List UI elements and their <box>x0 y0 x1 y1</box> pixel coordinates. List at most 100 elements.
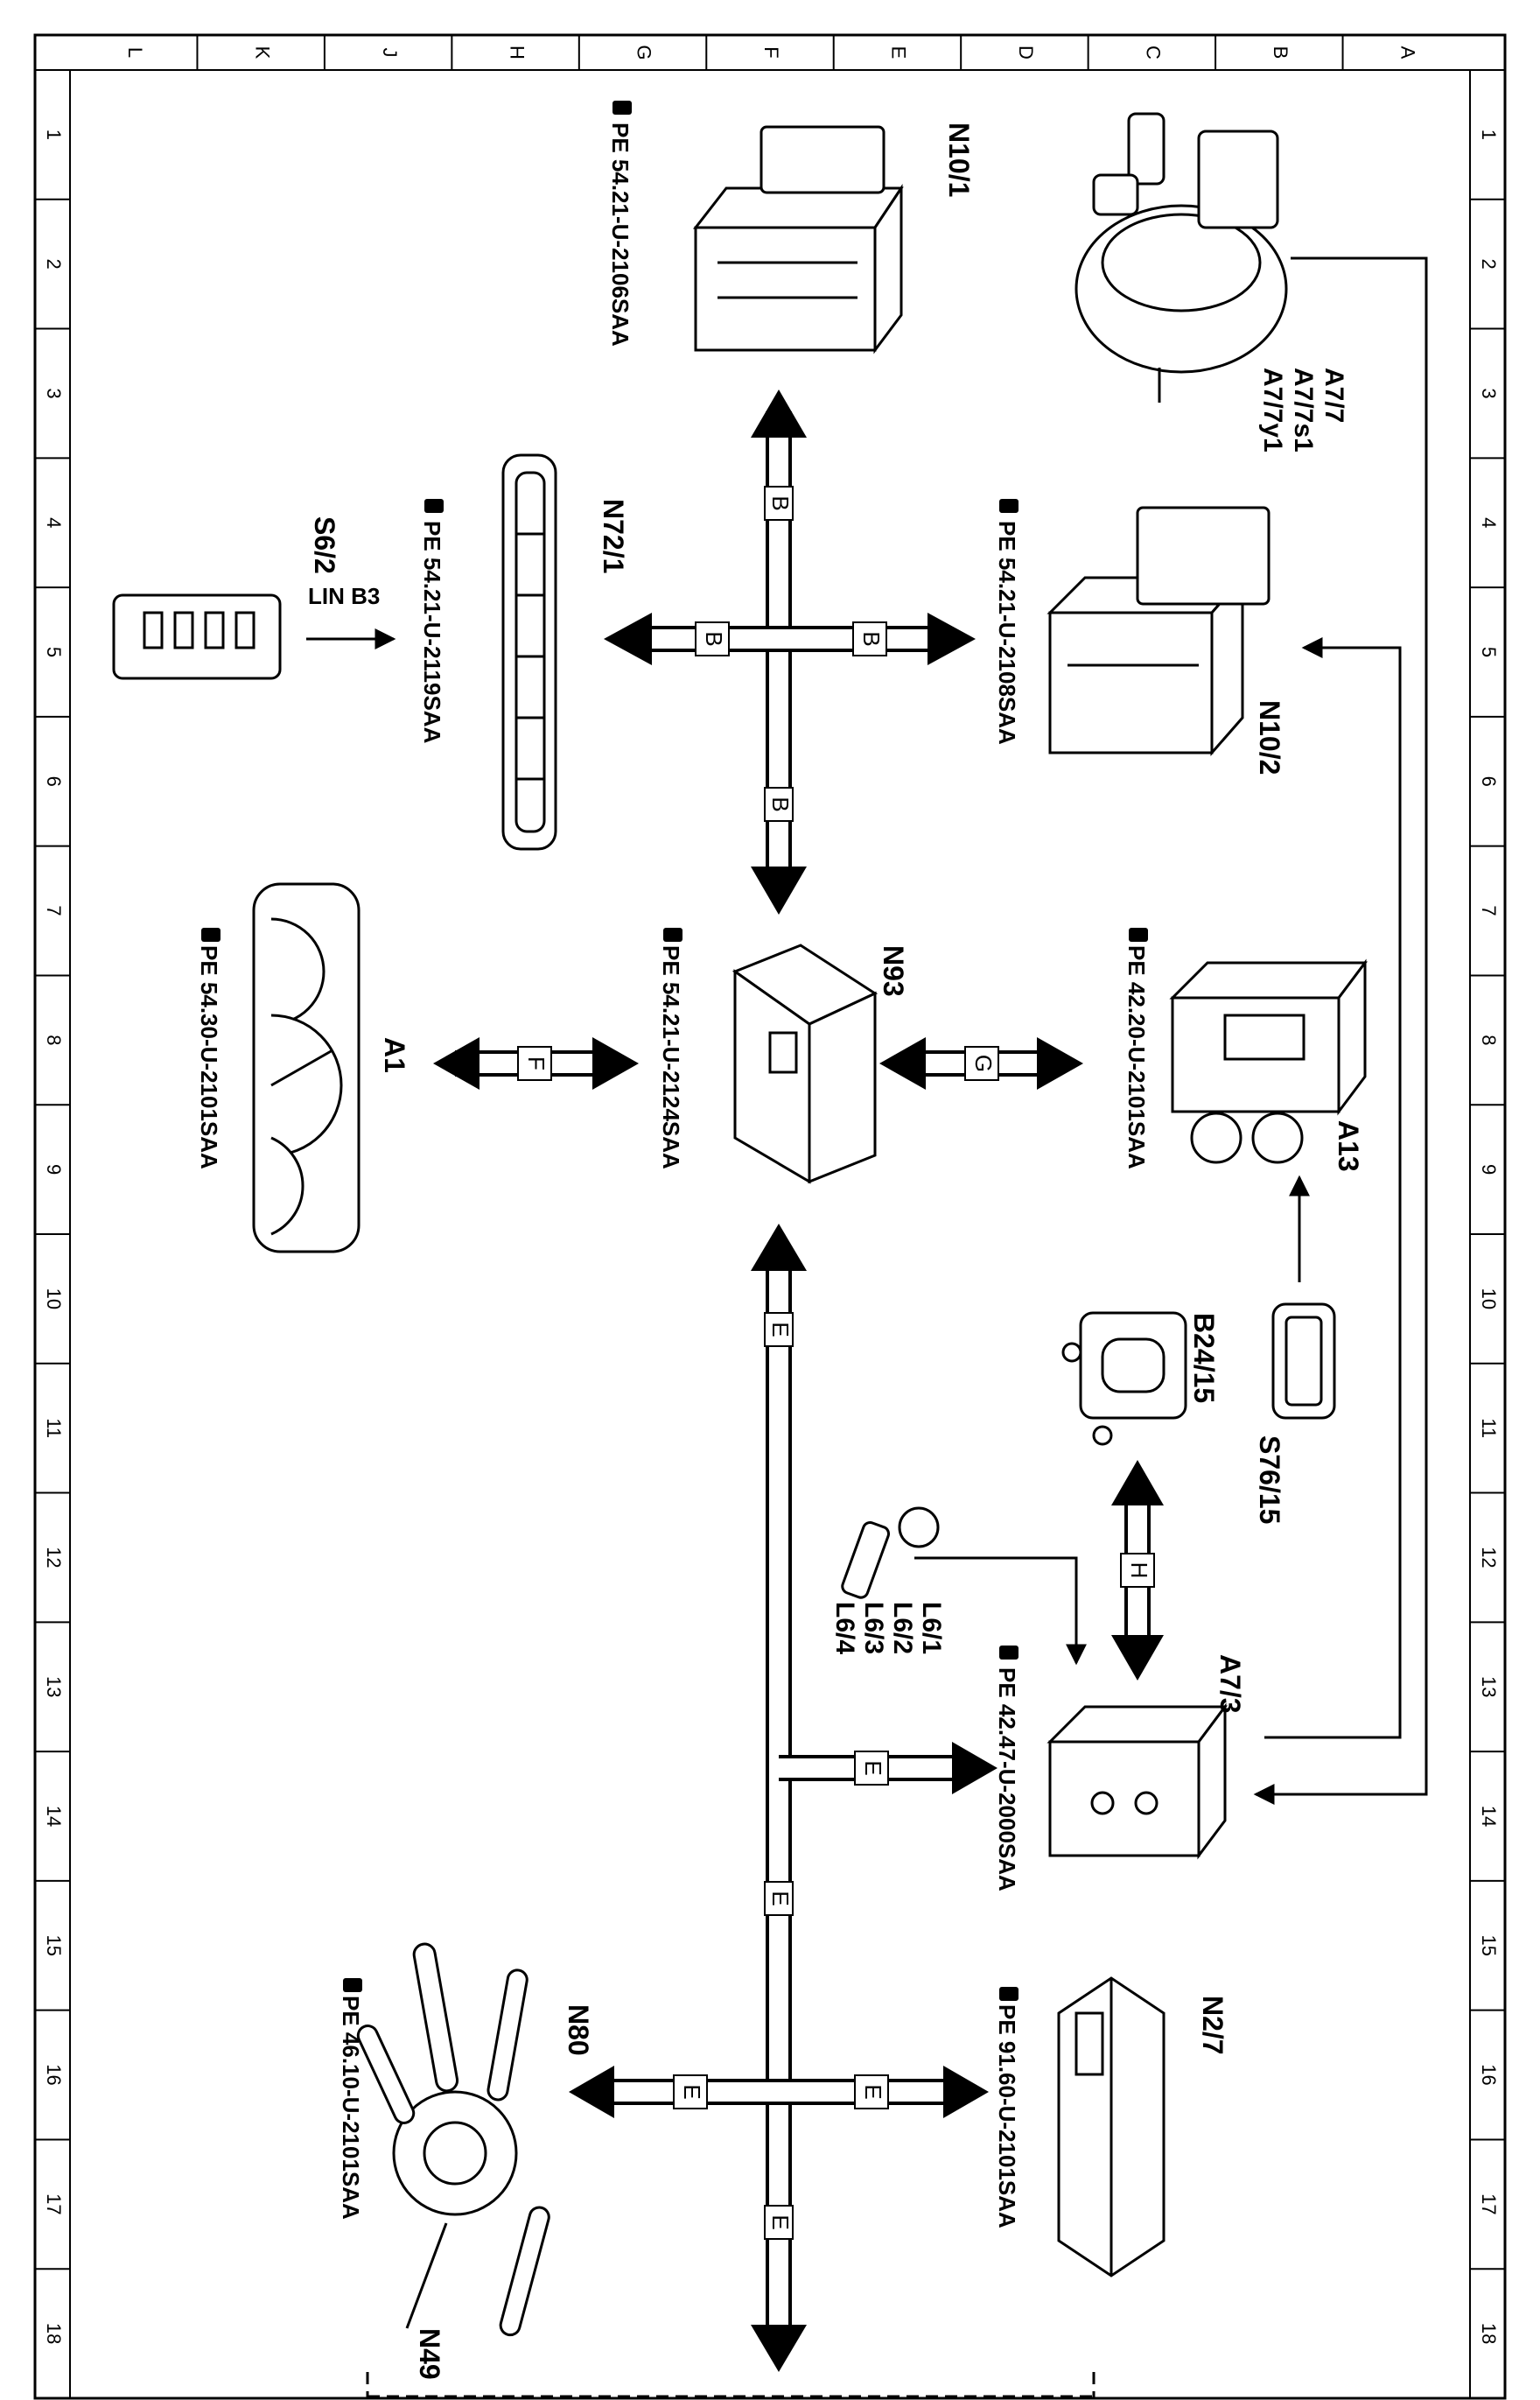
component-l6-drawing <box>841 1506 940 1599</box>
svg-text:E: E <box>679 2084 705 2099</box>
label-s7615: S76/15 <box>1254 1435 1285 1524</box>
component-n27-drawing <box>1057 1976 1166 2277</box>
row-number: 12 <box>1478 1547 1500 1568</box>
svg-text:B: B <box>858 631 885 646</box>
row-number: 1 <box>1478 130 1500 140</box>
label-n80: N80 <box>563 2004 594 2056</box>
label-n49: N49 <box>414 2328 445 2380</box>
bus-label-f: F <box>517 1046 552 1081</box>
label-l6-1: L6/1 <box>917 1602 946 1654</box>
ref-n27: PE 91.60-U-2101SAA <box>994 2004 1020 2228</box>
component-s7615-drawing <box>1271 1302 1336 1420</box>
svg-text:E: E <box>767 2214 794 2229</box>
column-letter: J <box>379 48 401 58</box>
ref-a73: PE 42.47-U-2000SAA <box>994 1667 1020 1891</box>
row-number: 10 <box>43 1288 65 1309</box>
component-s62-drawing <box>112 593 282 680</box>
bus-label-e-mid: E <box>764 1881 794 1916</box>
svg-text:E: E <box>860 1760 886 1775</box>
row-number: 18 <box>43 2323 65 2344</box>
label-a1: A1 <box>379 1037 410 1073</box>
bus-label-b-top: B <box>764 486 794 521</box>
label-a73: A7/3 <box>1214 1654 1246 1714</box>
row-number: 10 <box>1478 1288 1500 1309</box>
component-n93-drawing <box>732 944 878 1184</box>
component-n101-drawing <box>692 125 904 354</box>
row-number: 4 <box>43 517 65 528</box>
bus-label-e-upper: E <box>764 1312 794 1347</box>
ref-n80: PE 46.10-U-2101SAA <box>338 1996 364 2220</box>
column-letter: D <box>1015 46 1037 60</box>
bus-label-b-left: B <box>695 621 730 656</box>
bus-label-e-n80: E <box>673 2074 708 2109</box>
label-n102: N10/2 <box>1254 700 1285 775</box>
row-number: 11 <box>43 1418 65 1438</box>
row-number: 12 <box>43 1547 65 1568</box>
ref-n102: PE 54.21-U-2108SAA <box>994 521 1020 745</box>
column-letter: C <box>1143 46 1165 60</box>
svg-text:B: B <box>767 495 794 510</box>
row-number: 15 <box>43 1935 65 1956</box>
row-number: 1 <box>43 130 65 140</box>
label-a77-3: A7/7y1 <box>1258 368 1287 453</box>
label-l6-2: L6/2 <box>888 1602 917 1654</box>
row-number: 11 <box>1478 1418 1500 1438</box>
label-n101: N10/1 <box>943 123 975 197</box>
row-number: 8 <box>1478 1035 1500 1045</box>
row-number: 17 <box>43 2193 65 2214</box>
column-letter: B <box>1270 46 1292 60</box>
bus-arrowheads <box>433 389 1164 2372</box>
ref-n93: PE 54.21-U-2124SAA <box>658 945 684 1169</box>
label-b2415: B24/15 <box>1188 1313 1220 1403</box>
bus-label-b-bottom: B <box>764 787 794 822</box>
row-number: 7 <box>43 905 65 916</box>
bus-label-h: H <box>1120 1553 1155 1588</box>
bottom-dashed-box <box>366 2372 1096 2398</box>
column-letter: K <box>251 46 273 60</box>
component-labels: A7/7 A7/7s1 A7/7y1 N10/1 PE 54.21-U-2106… <box>196 123 1364 2380</box>
row-number: 4 <box>1478 517 1500 528</box>
ref-n721: PE 54.21-U-2119SAA <box>419 521 445 744</box>
bus-labels: B B B B F G E E <box>517 486 1155 2240</box>
label-l6-3: L6/3 <box>859 1602 888 1654</box>
row-number: 2 <box>1478 259 1500 270</box>
label-a77-1: A7/7 <box>1320 368 1348 423</box>
row-number: 7 <box>1478 905 1500 916</box>
ref-a13: PE 42.20-U-2101SAA <box>1124 945 1150 1169</box>
label-a13: A13 <box>1333 1120 1364 1172</box>
ref-a1: PE 54.30-U-2101SAA <box>196 945 222 1169</box>
column-letter: L <box>124 47 146 58</box>
row-number: 5 <box>43 647 65 657</box>
component-b2415-drawing <box>1061 1311 1187 1446</box>
label-n27: N2/7 <box>1197 1996 1228 2055</box>
label-n721: N72/1 <box>598 499 629 573</box>
column-letter: F <box>760 46 782 58</box>
row-number: 6 <box>1478 776 1500 787</box>
row-number: 18 <box>1478 2323 1500 2344</box>
bus-label-b-right: B <box>852 621 887 656</box>
component-a1-drawing <box>252 882 360 1253</box>
component-n721-drawing <box>501 453 557 851</box>
svg-text:E: E <box>767 1891 794 1905</box>
column-letter: A <box>1396 46 1418 60</box>
row-number: 2 <box>43 259 65 270</box>
bus-label-e-bottom: E <box>764 2205 794 2240</box>
row-number: 6 <box>43 776 65 787</box>
svg-text:H: H <box>1126 1562 1152 1579</box>
pointing-hand-icon <box>201 101 1148 2001</box>
row-number: 14 <box>43 1806 65 1827</box>
bus-label-e-a73: E <box>854 1751 889 1786</box>
label-lin: LIN B3 <box>308 583 380 609</box>
bus-lines <box>455 411 1151 2346</box>
row-number: 13 <box>1478 1676 1500 1697</box>
row-number: 15 <box>1478 1935 1500 1956</box>
row-number: 8 <box>43 1035 65 1045</box>
signal-lines <box>306 256 1428 2329</box>
row-number: 3 <box>1478 388 1500 398</box>
svg-text:E: E <box>767 1322 794 1337</box>
svg-text:B: B <box>701 631 727 646</box>
svg-text:F: F <box>523 1056 550 1070</box>
